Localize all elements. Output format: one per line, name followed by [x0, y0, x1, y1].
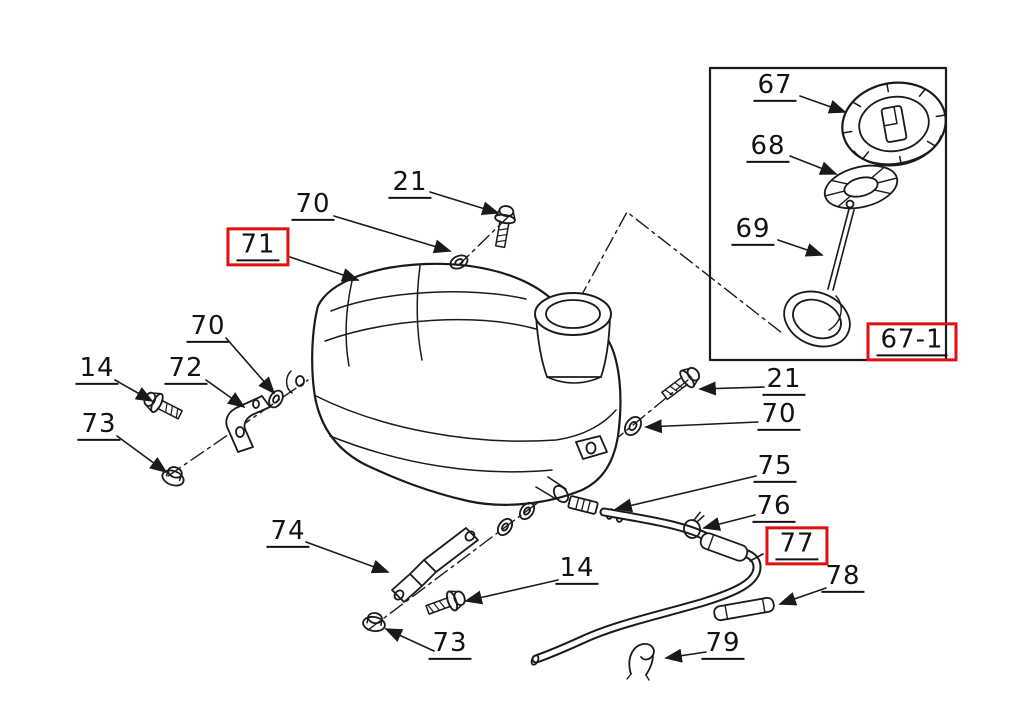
part-label-73-left: 73 [77, 410, 121, 442]
part-label-75: 75 [753, 452, 797, 484]
centerline-bottom-assembly [367, 491, 553, 631]
centerline-cap-axis [578, 211, 783, 334]
leader-lines [114, 95, 847, 663]
flange-nut-bottom [362, 612, 386, 633]
part-label-70-top: 70 [291, 190, 335, 222]
part-label-21-top: 21 [388, 168, 432, 200]
straight-tube [713, 596, 775, 622]
upper-bracket [225, 395, 271, 453]
retainer-clip [626, 643, 655, 681]
flat-washer-bottom-2 [518, 501, 536, 521]
part-label-14-left: 14 [75, 354, 119, 386]
part-label-76: 76 [752, 492, 796, 524]
part-label-14-bottom: 14 [555, 554, 599, 586]
part-label-77-highlighted[interactable]: 77 [765, 526, 829, 566]
fuel-hose [530, 507, 762, 666]
part-label-71-highlighted[interactable]: 71 [226, 227, 290, 267]
hex-bolt-bottom [425, 590, 466, 615]
part-label-74: 74 [266, 517, 310, 549]
part-label-72: 72 [164, 354, 208, 386]
part-label-68: 68 [746, 132, 790, 164]
flat-washer-top [449, 254, 469, 270]
part-label-67-1-highlighted[interactable]: 67-1 [866, 322, 958, 362]
hose-clamp [683, 511, 705, 539]
flange-nut-left [161, 466, 185, 487]
dipstick [783, 199, 855, 348]
part-label-67: 67 [753, 71, 797, 103]
cap-gasket [823, 164, 899, 210]
part-label-79: 79 [701, 629, 745, 661]
flat-washer-bottom-1 [496, 517, 514, 537]
flat-washer-left [268, 389, 284, 409]
part-label-70-right: 70 [757, 400, 801, 432]
part-label-73-bottom: 73 [428, 629, 472, 661]
fuel-tank [285, 262, 622, 506]
detail-inset-box [708, 66, 948, 362]
centerline-right-bolt [593, 379, 689, 458]
part-label-21-right: 21 [762, 365, 806, 397]
part-label-69: 69 [731, 215, 775, 247]
part-label-70-left: 70 [186, 312, 230, 344]
fuel-cap [841, 81, 947, 167]
hex-bolt-right [661, 366, 701, 401]
lower-bracket [391, 527, 479, 603]
outlet-fitting [567, 495, 625, 523]
part-label-78: 78 [821, 562, 865, 594]
flat-washer-right [623, 415, 643, 437]
hex-bolt-left [143, 391, 183, 420]
